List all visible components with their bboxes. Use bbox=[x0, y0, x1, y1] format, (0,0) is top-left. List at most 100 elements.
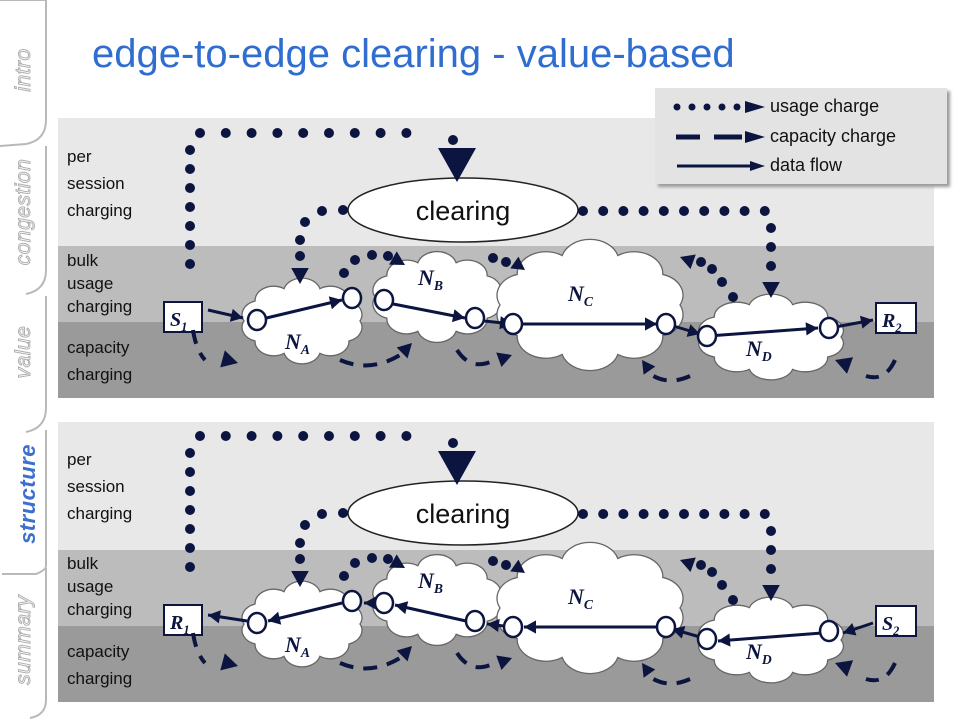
top-cloud-d bbox=[698, 293, 844, 381]
legend-box bbox=[655, 88, 947, 184]
top-usage-arrow-down bbox=[438, 148, 476, 182]
top-node-7 bbox=[818, 316, 840, 340]
top-usage-arrow-left bbox=[291, 268, 309, 284]
bottom-left-endpoint-box bbox=[163, 604, 203, 636]
top-capacity-arrow-bc bbox=[496, 352, 512, 368]
bottom-capacity-dash-cd bbox=[648, 675, 691, 686]
top-bulk-dots-ab bbox=[339, 268, 349, 278]
top-bulk-dots-ab bbox=[367, 250, 377, 260]
bottom-node-5 bbox=[655, 615, 677, 639]
top-node-3 bbox=[464, 306, 486, 330]
bottom-usage-dots-outer bbox=[185, 486, 195, 496]
top-flow-d-arrow bbox=[805, 322, 818, 336]
bottom-usage-dots-right bbox=[618, 509, 629, 519]
section-sidebar: intro congestion value structure summary bbox=[0, 0, 50, 720]
top-usage-dots-right bbox=[739, 206, 750, 216]
top-usage-dots-outer bbox=[195, 128, 205, 138]
bottom-flow-b-arrow bbox=[395, 601, 409, 615]
top-bulk-dots-bc bbox=[501, 257, 511, 267]
bottom-usage-dots-outer bbox=[185, 505, 195, 515]
bottom-node-4 bbox=[502, 615, 524, 639]
bottom-node-6 bbox=[696, 627, 718, 651]
bottom-usage-dots-outer bbox=[195, 431, 205, 441]
top-bulk-dots-ab bbox=[350, 255, 360, 265]
bottom-bulk-dots-d bbox=[717, 580, 727, 590]
legend-capacity-label: capacity charge bbox=[770, 126, 897, 146]
top-right-endpoint-box bbox=[875, 302, 917, 334]
bottom-usage-dots-right bbox=[766, 564, 776, 574]
top-node-2 bbox=[373, 288, 395, 312]
top-usage-dots-right bbox=[719, 206, 730, 216]
top-usage-dots-right bbox=[618, 206, 629, 216]
bottom-capacity-arrow-cd bbox=[642, 663, 656, 678]
bottom-usage-dots-outer bbox=[220, 431, 231, 441]
top-bulk-dots-d bbox=[707, 264, 717, 274]
top-flow-cd-arrow bbox=[686, 324, 700, 337]
bottom-bulk-arrow-ab bbox=[389, 554, 405, 568]
bottom-capacity-arrow-s bbox=[220, 653, 238, 671]
bottom-usage-dots-right bbox=[739, 509, 750, 519]
bottom-usage-arrow-right bbox=[762, 585, 780, 601]
sidebar-tabs-outline bbox=[0, 0, 47, 719]
top-bulk-dots-bc bbox=[488, 253, 498, 263]
top-flow-b-arrow bbox=[451, 309, 465, 323]
bottom-bulk-dots-ab bbox=[367, 553, 377, 563]
bottom-usage-dots-left bbox=[295, 538, 305, 548]
bottom-cloud-c bbox=[496, 541, 684, 675]
bottom-flow-c-arrow bbox=[524, 620, 536, 634]
top-capacity-dash-cd bbox=[648, 372, 691, 383]
bottom-usage-dots-outer bbox=[324, 431, 334, 441]
top-usage-dots-right bbox=[679, 206, 689, 216]
top-node-5 bbox=[655, 312, 677, 336]
top-usage-dots-right bbox=[578, 206, 588, 216]
bottom-label-na: NA bbox=[284, 632, 310, 660]
bottom-usage-dots-left bbox=[317, 509, 327, 519]
top-flow-out-arrow bbox=[859, 315, 873, 329]
bottom-capacity-dash-ab bbox=[339, 656, 402, 671]
bottom-usage-dots-outer bbox=[185, 562, 195, 572]
bottom-capacity-dash-bc bbox=[455, 651, 491, 670]
top-usage-dots-right bbox=[598, 206, 609, 216]
bottom-usage-dots-right bbox=[766, 545, 776, 555]
bottom-usage-dots-outer bbox=[349, 431, 360, 441]
bottom-bulk-dots-bc bbox=[488, 556, 498, 566]
top-usage-dots-left bbox=[317, 206, 327, 216]
bottom-node-1 bbox=[341, 589, 363, 613]
top-usage-dots-right bbox=[766, 261, 776, 271]
bottom-bulk-dots-d bbox=[696, 560, 706, 570]
bottom-usage-dots-right bbox=[598, 509, 609, 519]
top-usage-arrow-right bbox=[762, 282, 780, 298]
bottom-node-0 bbox=[246, 611, 268, 635]
top-bulk-dots-d bbox=[696, 257, 706, 267]
top-usage-dots-right bbox=[658, 206, 669, 216]
bottom-bulk-dots-d bbox=[707, 567, 717, 577]
top-usage-dots-right bbox=[766, 223, 776, 233]
top-node-1 bbox=[341, 286, 363, 310]
top-clearing-label: clearing bbox=[416, 196, 511, 226]
top-usage-dots-outer bbox=[375, 128, 386, 138]
top-usage-dots-left bbox=[295, 235, 305, 245]
top-usage-dots-outer bbox=[448, 135, 458, 145]
bottom-usage-dots-right bbox=[719, 509, 730, 519]
top-usage-dots-right bbox=[759, 206, 770, 216]
bottom-usage-dots-outer bbox=[185, 467, 195, 477]
top-usage-dots-outer bbox=[185, 164, 195, 174]
top-capacity-dash-r bbox=[865, 359, 897, 380]
bottom-capacity-arrow-bc bbox=[496, 655, 512, 671]
bottom-flow-b bbox=[394, 603, 467, 623]
bottom-bulk-arrow-d bbox=[680, 557, 696, 573]
bottom-flow-out-arrow bbox=[208, 610, 221, 624]
bottom-usage-dots-right bbox=[699, 509, 710, 519]
top-flow-a bbox=[257, 298, 343, 322]
top-capacity-dash-ab bbox=[339, 353, 402, 368]
bottom-flow-d bbox=[717, 631, 823, 643]
top-capacity-arrow-s bbox=[220, 350, 238, 368]
